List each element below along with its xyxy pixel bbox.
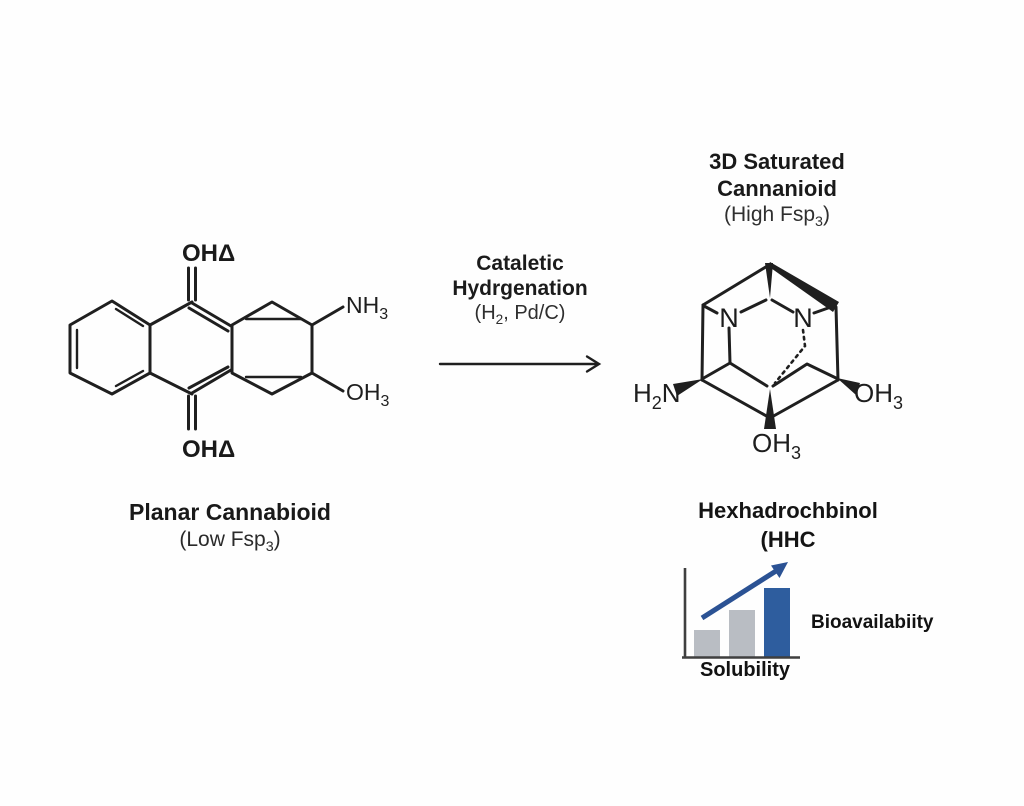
product-heading-line1: 3D Saturated — [709, 149, 845, 174]
cage-hydroxy-right-label: OH3 — [854, 378, 903, 413]
reaction-reagents: (H2, Pd/C) — [474, 302, 566, 327]
chart-axes — [682, 568, 800, 659]
carbonyl-top-label: OHΔ — [182, 240, 235, 267]
product-name-line2: (HHC — [760, 527, 816, 552]
ring-right — [230, 300, 314, 396]
left-caption-subtitle: (Low Fsp3) — [179, 528, 281, 556]
cage-apex-wedge — [765, 263, 773, 298]
left-caption-title: Planar Cannabioid — [129, 499, 331, 525]
hydroxy-bond — [310, 371, 345, 393]
dotted-bond — [773, 328, 807, 385]
inner-left-v — [700, 361, 769, 388]
bioavailability-label: Bioavailabiity — [811, 612, 934, 633]
carbonyl-bottom-label: OHΔ — [182, 436, 235, 463]
amine-label: NH3 — [346, 292, 388, 323]
product-heading-line3: (High Fsp3) — [724, 203, 830, 231]
planar-cannabinoid-structure: OHΔ OHΔ NH3 OH3 — [68, 240, 390, 463]
benzene-ring-left — [68, 299, 152, 396]
trend-arrow-shaft — [700, 568, 778, 621]
reaction-arrow-head — [585, 355, 602, 373]
cage-left-edge — [700, 303, 705, 382]
hydroxy-bottom-wedge — [764, 389, 776, 429]
chart-bar-small — [694, 630, 720, 657]
nitrogen-right-label: N — [793, 303, 813, 333]
amine-wedge — [673, 379, 703, 396]
cage-top-right-wedge — [768, 262, 839, 312]
cage-hydroxy-bottom-label: OH3 — [752, 428, 801, 463]
cage-right-edge — [834, 305, 840, 382]
hydroxy-right-wedge — [837, 378, 860, 395]
reaction-line1: Cataletic — [476, 252, 564, 275]
solubility-label: Solubility — [700, 659, 790, 681]
carbonyl-bottom — [187, 394, 197, 431]
nitrogen-left-label: N — [719, 303, 739, 333]
chart-bar-large — [764, 588, 790, 657]
apex-to-n-left — [739, 298, 768, 314]
red-double-bond-top — [187, 301, 233, 333]
product-heading: 3D Saturated Cannanioid (High Fsp3) — [649, 148, 905, 235]
n-left-to-corner — [702, 304, 719, 315]
cage-amine-label: H2N — [633, 378, 681, 413]
aromatic-inner-bonds-right — [244, 317, 303, 379]
hydroxy-label: OH3 — [346, 379, 390, 410]
reaction-arrow — [438, 355, 602, 373]
middle-ring-bonds — [148, 300, 194, 396]
saturated-cage-structure: N N H2N OH3 OH3 — [633, 262, 903, 463]
amine-bond — [310, 305, 345, 327]
red-double-bond-bottom — [187, 365, 233, 395]
reaction-line2: Hydrgenation — [452, 277, 588, 300]
carbonyl-top — [187, 266, 197, 302]
n-left-vertical — [727, 326, 732, 365]
cage-top-left-edge — [701, 263, 771, 307]
inner-right-v — [771, 362, 838, 388]
apex-to-n-right — [770, 298, 795, 314]
aromatic-inner-bonds-left — [75, 307, 145, 388]
product-heading-line2: Cannanioid — [717, 176, 837, 201]
chart-bar-medium — [729, 610, 755, 657]
product-name: Hexhadrochbinol (HHC — [658, 496, 918, 554]
product-name-line1: Hexhadrochbinol — [698, 498, 878, 523]
reaction-conditions: Cataletic Hydrgenation (H2, Pd/C) — [427, 251, 613, 332]
properties-mini-chart — [682, 562, 800, 659]
n-right-to-corner — [812, 305, 833, 315]
trend-arrow-head — [771, 562, 788, 578]
left-caption: Planar Cannabioid (Low Fsp3) — [100, 499, 360, 561]
